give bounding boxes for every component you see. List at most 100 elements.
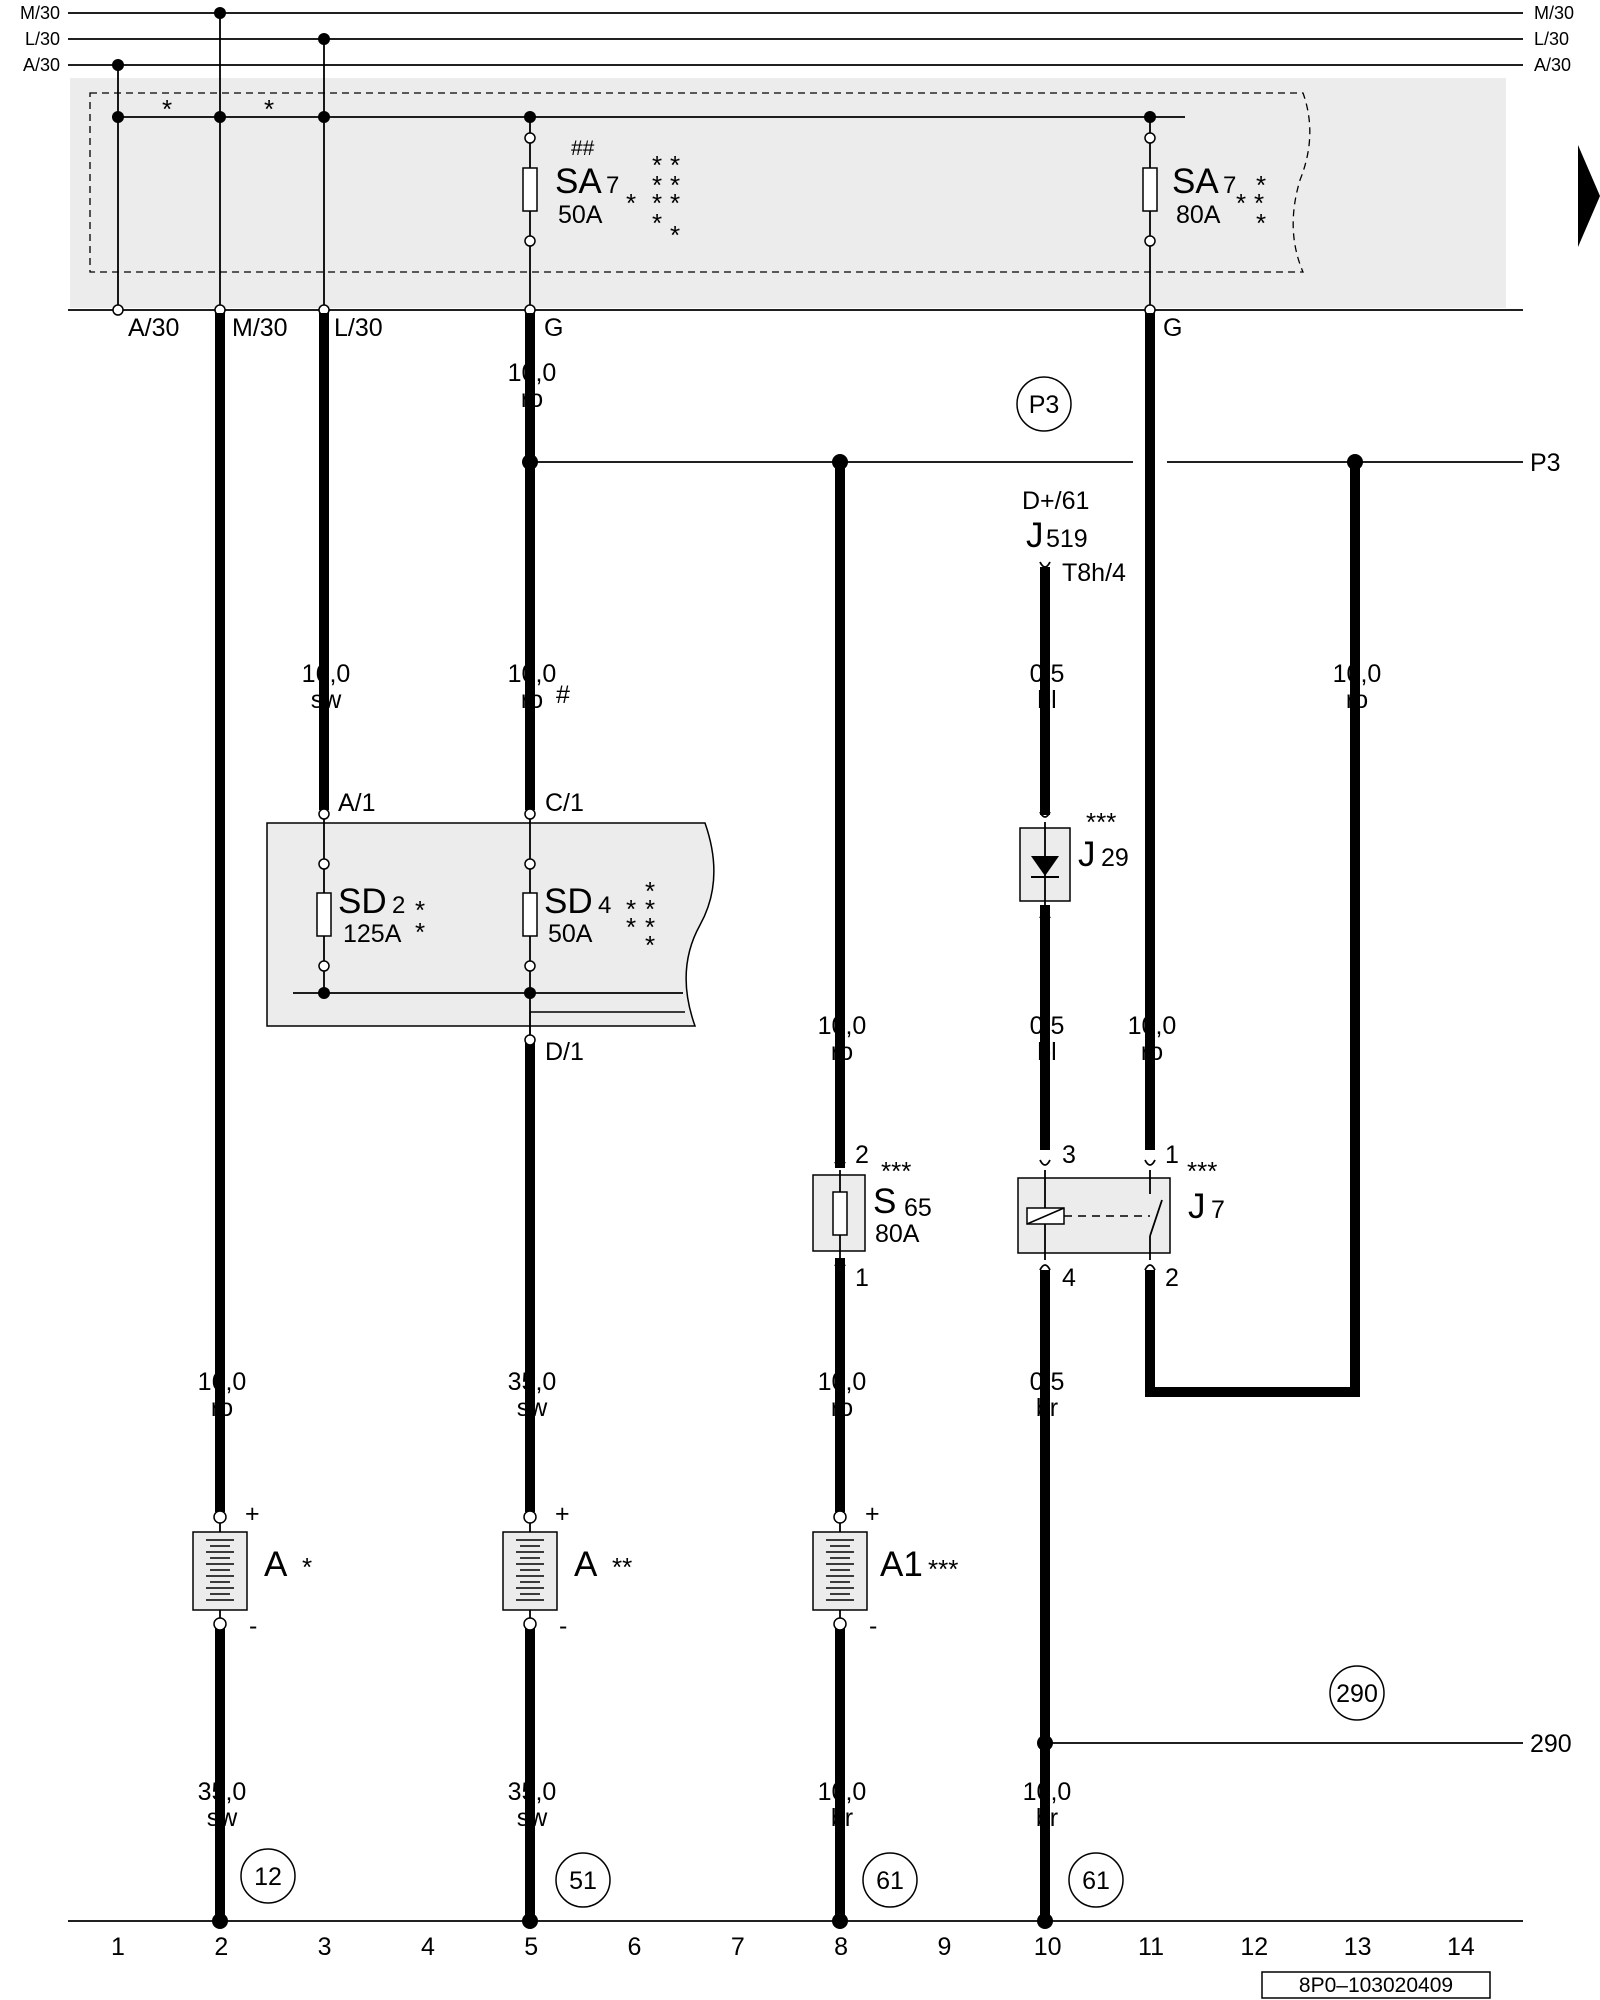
distributor-pin-c1: C/1 xyxy=(545,789,584,817)
wire-color: br xyxy=(1036,1394,1058,1422)
diode-j29: *** J 29 xyxy=(1019,807,1129,919)
battery-minus: - xyxy=(249,1612,257,1640)
battery-body xyxy=(502,1531,558,1611)
column-number: 14 xyxy=(1447,1933,1475,1961)
wire-color: br xyxy=(1036,1804,1058,1832)
battery-minus: - xyxy=(559,1612,567,1640)
ground-label: 12 xyxy=(254,1863,282,1891)
wire-size: 0,5 xyxy=(1030,1012,1065,1040)
fuse-box: * * ## SA 7 50A * * * * * * * ** ** * **… xyxy=(68,7,1523,342)
fuse-sa7-50a-amp: 50A xyxy=(558,201,603,229)
fuse-box-star-b: * xyxy=(264,94,274,124)
battery-minus: - xyxy=(869,1612,877,1640)
wire-color: bl xyxy=(1037,1038,1056,1066)
column-number: 8 xyxy=(834,1933,848,1961)
wire-size: 10,0 xyxy=(508,359,557,387)
s65-pin-top: 2 xyxy=(855,1141,869,1169)
fuse-sd4-star-visual: * ** ** * xyxy=(626,876,662,960)
column-number: 13 xyxy=(1344,1933,1372,1961)
column-number: 2 xyxy=(214,1933,228,1961)
wire-color: bl xyxy=(1037,686,1056,714)
wire-color: ro xyxy=(831,1038,853,1066)
relay-switch-contact xyxy=(1149,1199,1163,1237)
ground-label: 51 xyxy=(569,1867,597,1895)
battery-body xyxy=(192,1531,248,1611)
fuse-sa7-50a-star-visual: ** ** * ** * * xyxy=(626,150,687,250)
rail-label-m30-left: M/30 xyxy=(20,3,60,23)
terminal-g-right: G xyxy=(1163,314,1182,342)
document-id: 8P0–103020409 xyxy=(1299,1974,1453,1997)
battery-cells-icon xyxy=(516,1539,544,1601)
p3-circle xyxy=(1016,376,1072,432)
distributor: A/1 C/1 D/1 SD 2 125A * * * * SD 4 50A *… xyxy=(293,789,685,1066)
terminal-g-left: G xyxy=(544,314,563,342)
wire-color: ro xyxy=(521,385,543,413)
j519-num: 519 xyxy=(1046,525,1088,553)
rail-label-l30-left: L/30 xyxy=(25,29,60,49)
rail-label-l30-right: L/30 xyxy=(1534,29,1569,49)
fuse-box-star-a: * xyxy=(162,94,172,124)
column-number: 12 xyxy=(1240,1933,1268,1961)
column-number: 5 xyxy=(524,1933,538,1961)
wire-color: ro xyxy=(521,686,543,714)
battery-plus: + xyxy=(865,1500,880,1528)
j7-num: 7 xyxy=(1211,1196,1225,1224)
fuse-sa7-50a-num: 7 xyxy=(606,172,619,199)
fuse-sa7-80a-amp: 80A xyxy=(1176,201,1221,229)
column-number: 3 xyxy=(318,1933,332,1961)
fuse-sa7-80a-name: SA xyxy=(1172,162,1219,201)
fuse-box-dashed-border xyxy=(89,92,1311,273)
terminal-m30: M/30 xyxy=(232,314,288,342)
j29-name: J xyxy=(1078,835,1096,874)
link-290-circle-label: 290 xyxy=(1336,1680,1378,1708)
wire-size: 10,0 xyxy=(1128,1012,1177,1040)
j7-pin-2: 2 xyxy=(1165,1264,1179,1292)
p3-bus: P3 P3 xyxy=(522,376,1561,477)
column-number: 1 xyxy=(111,1933,125,1961)
fuse-sd4-name: SD xyxy=(544,882,593,921)
j29-num: 29 xyxy=(1101,844,1129,872)
p3-link-label: P3 xyxy=(1530,449,1561,477)
wire-size: 35,0 xyxy=(508,1368,557,1396)
j7-stars: *** xyxy=(1187,1156,1217,1186)
column-number: 9 xyxy=(937,1933,951,1961)
wire-size: 10,0 xyxy=(508,660,557,688)
ground-points: 12 51 61 61 xyxy=(240,1848,1124,1908)
terminal-a30: A/30 xyxy=(128,314,179,342)
link-290: 290 290 xyxy=(1037,1665,1572,1758)
fuse-sd2-star-visual: * * xyxy=(415,895,432,947)
wire-size: 10,0 xyxy=(1333,660,1382,688)
battery-cells-icon xyxy=(206,1539,234,1601)
wire-color: sw xyxy=(311,686,343,714)
battery-stars: *** xyxy=(928,1554,958,1584)
wire-size: 0,5 xyxy=(1030,660,1065,688)
j7-pin-3: 3 xyxy=(1062,1141,1076,1169)
wire-color: br xyxy=(831,1804,853,1832)
wire-color: sw xyxy=(517,1804,549,1832)
ground-label: 61 xyxy=(876,1867,904,1895)
link-290-label: 290 xyxy=(1530,1730,1572,1758)
fuse-sd2-body xyxy=(316,892,332,937)
rail-label-a30-left: A/30 xyxy=(23,55,60,75)
wire-size: 35,0 xyxy=(198,1778,247,1806)
wire-labels: 10,0 ro 16,0 sw 10,0 ro # 0,5 bl 10,0 ro… xyxy=(198,359,1382,1832)
s65-name: S xyxy=(873,1182,896,1221)
wire-size: 0,5 xyxy=(1030,1368,1065,1396)
j7-name: J xyxy=(1188,1187,1206,1226)
ground-circle xyxy=(862,1852,918,1908)
supply-rails: M/30 L/30 A/30 M/30 L/30 A/30 xyxy=(20,3,1574,75)
ground-circle xyxy=(1068,1852,1124,1908)
fuse-sd2-num: 2 xyxy=(392,892,405,919)
battery-stars: * xyxy=(302,1552,312,1582)
wire-size: 16,0 xyxy=(198,1368,247,1396)
battery-cells-icon xyxy=(826,1539,854,1601)
battery-a1: + - A1 *** xyxy=(812,1500,958,1640)
distributor-pin-a1: A/1 xyxy=(338,789,376,817)
ground-label: 61 xyxy=(1082,1867,1110,1895)
relay-j7: 3 1 4 2 *** J 7 xyxy=(1017,1141,1225,1292)
s65-fuse-element xyxy=(832,1191,848,1236)
j29-stars: *** xyxy=(1086,807,1116,837)
control-unit-j519: D+/61 J 519 T8h/4 xyxy=(1022,487,1126,587)
